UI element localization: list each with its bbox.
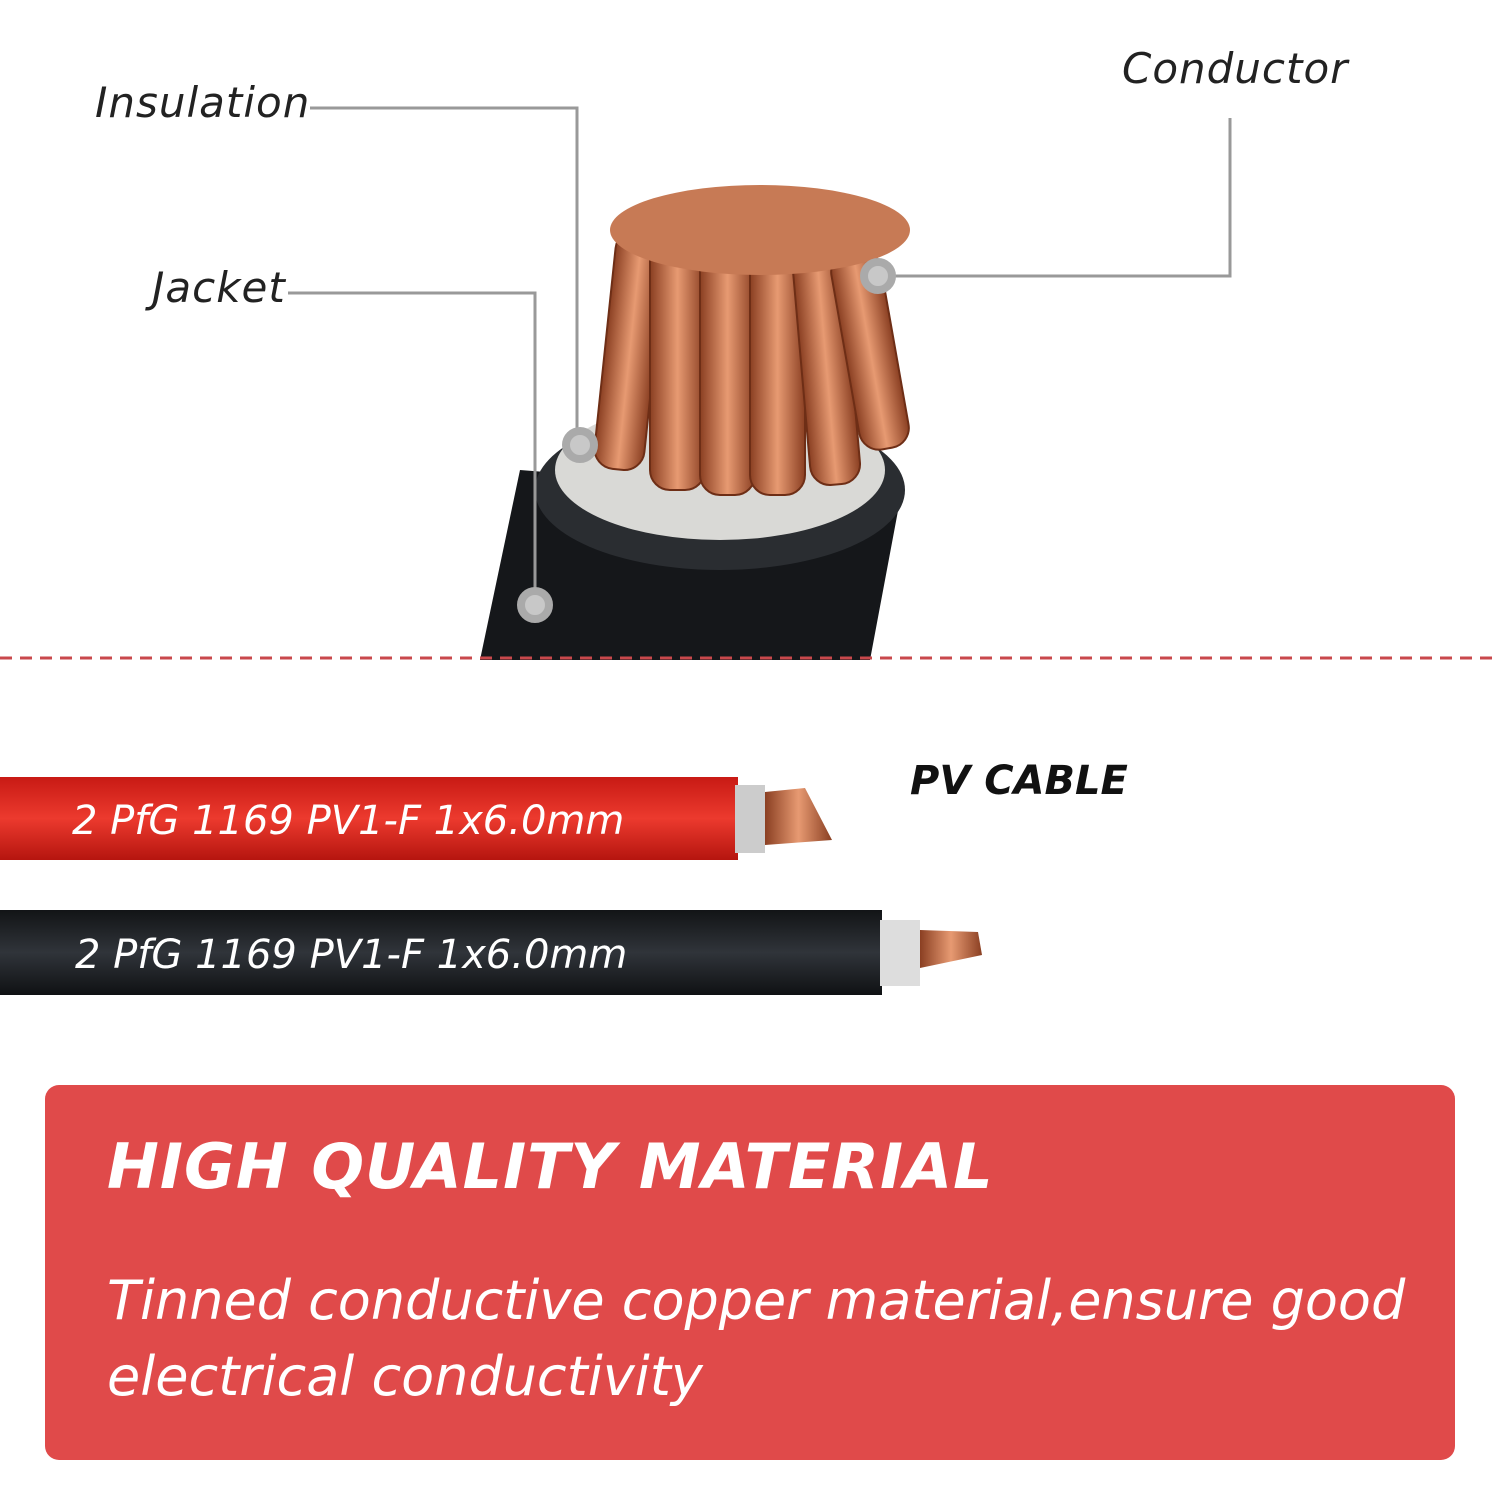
- black-pv-cable: [0, 910, 982, 995]
- label-conductor: Conductor: [1122, 44, 1349, 93]
- banner-heading: HIGH QUALITY MATERIAL: [107, 1130, 994, 1203]
- cable-illustration: [0, 106, 1500, 995]
- leader-lines: [288, 106, 1232, 605]
- black-cable-print: 2 PfG 1169 PV1-F 1x6.0mm: [75, 932, 628, 978]
- callout-dots: [517, 258, 896, 623]
- red-pv-cable: [0, 777, 832, 860]
- red-cable-print: 2 PfG 1169 PV1-F 1x6.0mm: [72, 798, 625, 844]
- pv-cable-title: PV CABLE: [910, 758, 1128, 804]
- label-insulation: Insulation: [95, 78, 311, 127]
- banner-body: Tinned conductive copper material,ensure…: [107, 1269, 1406, 1408]
- cable-cross-section: [480, 185, 910, 660]
- label-jacket: Jacket: [152, 263, 286, 312]
- feature-banner: HIGH QUALITY MATERIAL Tinned conductive …: [45, 1085, 1455, 1460]
